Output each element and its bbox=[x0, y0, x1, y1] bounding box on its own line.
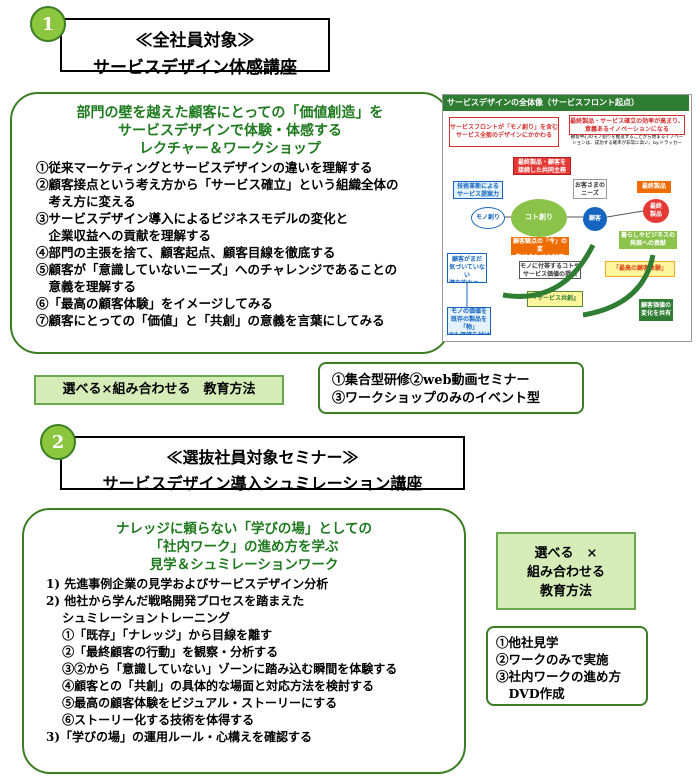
diagram-node-anchor: 暮らしやビジネスの 発展への貢献 bbox=[619, 231, 677, 249]
diagram-node-mid: 顧客観点の「今」の変 動に合わせた対応 bbox=[511, 237, 569, 255]
section2-heading-line: 「社内ワーク」の進め方を学ぶ bbox=[149, 539, 339, 555]
list-item: ⑥ストーリー化する技術を体得する bbox=[46, 713, 255, 727]
list-item: ④部門の主張を捨て、顧客起点、顧客目線を徹底する bbox=[36, 245, 336, 260]
list-item: 企業収益への貢献を理解する bbox=[36, 228, 212, 243]
diagram-title: サービスデザインの全体像（サービスフロント起点） bbox=[443, 95, 689, 111]
diagram-node-bottom-right: 顧客価値の 変化を共有 bbox=[639, 299, 673, 321]
section2-item-list: 1) 先進事例企業の見学およびサービスデザイン分析 2) 他社から学んだ戦略開発… bbox=[46, 576, 464, 746]
section2-title-line1: ≪選抜社員対象セミナー≫ bbox=[166, 448, 359, 467]
list-item: ③サービスデザイン導入によるビジネスモデルの変化と bbox=[36, 211, 349, 226]
section1-content-box: 部門の壁を越えた顧客にとっての「価値創造」を サービスデザインで体験・体感する … bbox=[10, 92, 450, 354]
list-item: ②「最終顧客の行動」を観察・分析する bbox=[46, 645, 279, 659]
section2-method-label: 選べる × 組み合わせる 教育方法 bbox=[496, 532, 636, 610]
section2-title-line2: サービスデザイン導入シュミレーション講座 bbox=[102, 474, 423, 493]
diagram-node-needs: お客さまの ニーズ bbox=[573, 179, 607, 199]
diagram-node-tech: 技術革新による サービス提案力 bbox=[453, 181, 503, 199]
list-item: ⑦顧客にとっての「価値」と「共創」の意義を言葉にしてみる bbox=[36, 313, 385, 328]
section1-title-line2: サービスデザイン体感講座 bbox=[93, 58, 297, 78]
section1-method-label: 選べる×組み合わせる 教育方法 bbox=[34, 375, 284, 405]
diagram-node-bottom-left: モノの価値を 既存の製品を「物」 でも価値を付ける bbox=[447, 307, 491, 335]
method-option: ②ワークのみで実施 bbox=[496, 652, 609, 667]
list-item: 考え方に変える bbox=[36, 194, 136, 209]
list-item: ③②から「意識していない」ゾーンに踏み込む瞬間を体験する bbox=[46, 662, 398, 676]
diagram-box-left: サービスフロントが「モノ創り」を含む サービス全般のデザインにかかわる bbox=[449, 117, 559, 147]
diagram-node-unaware: 顧客がまだ 気づいていない 潜在的なニーズ bbox=[447, 253, 487, 283]
method-label-line: 選べる × bbox=[534, 546, 598, 561]
diagram-node-serve: モノに付帯するコトや サービス価値の提供 bbox=[519, 261, 581, 279]
section1-title-box: ≪全社員対象≫ サービスデザイン体感講座 bbox=[60, 18, 330, 78]
method-option: ③社内ワークの進め方 bbox=[496, 669, 622, 684]
list-item: 3)「学びの場」の運用ルール・心構えを確認する bbox=[46, 730, 313, 744]
list-item: ①「既存」「ナレッジ」から目線を離す bbox=[46, 628, 273, 642]
section1-method-options: ①集合型研修②web動画セミナー ③ワークショップのみのイベント型 bbox=[318, 362, 584, 414]
method-label-line: 組み合わせる bbox=[526, 565, 605, 580]
section1-number-badge: 1 bbox=[30, 6, 66, 42]
diagram-node-kokyaku: 顧客 bbox=[583, 207, 607, 231]
section2-heading: ナレッジに頼らない「学びの場」としての 「社内ワーク」の進め方を学ぶ 見学＆シュ… bbox=[24, 520, 464, 574]
list-item: ⑤最高の顧客体験をビジュアル・ストーリーにする bbox=[46, 696, 338, 710]
section1-title-line1: ≪全社員対象≫ bbox=[135, 31, 255, 51]
list-item: 意義を理解する bbox=[36, 279, 137, 294]
diagram-right-note: 顧客中心のモノ創りを推進することから始まるイノベーションは、成功する確率が非常に… bbox=[570, 135, 684, 146]
diagram-node-cocreate: 『サービス共創』 bbox=[527, 291, 583, 307]
method-option: ③ワークショップのみのイベント型 bbox=[332, 391, 541, 406]
section1-item-list: ①従来マーケティングとサービスデザインの違いを理解する ②顧客接点という考え方か… bbox=[36, 159, 448, 329]
diagram-node-final2: 最終 製品 bbox=[643, 199, 669, 223]
list-item: シュミレーショントレーニング bbox=[46, 611, 230, 625]
list-item: 1) 先進事例企業の見学およびサービスデザイン分析 bbox=[46, 577, 329, 591]
list-item: ④顧客との「共創」の具体的な場面と対応方法を検討する bbox=[46, 679, 375, 693]
method-label-line: 教育方法 bbox=[539, 584, 592, 599]
service-design-diagram: サービスデザインの全体像（サービスフロント起点） サービスフロントが「モノ創り」… bbox=[442, 94, 692, 342]
diagram-node-exp: 「最高の顧客体験」 bbox=[605, 261, 675, 277]
section2-number-badge: 2 bbox=[40, 424, 76, 460]
method-option: DVD作成 bbox=[496, 686, 565, 701]
section1-heading-line: 部門の壁を越えた顧客にとっての「価値創造」を bbox=[76, 105, 384, 121]
section2-content-box: ナレッジに頼らない「学びの場」としての 「社内ワーク」の進め方を学ぶ 見学＆シュ… bbox=[22, 508, 466, 774]
list-item: ⑥「最高の顧客体験」をイメージしてみる bbox=[36, 296, 273, 311]
diagram-node-mono: モノ創り bbox=[471, 207, 505, 229]
diagram-box-right: 最終製品・サービス確立の効率が高まり、 意義あるイノベーションになる bbox=[569, 115, 685, 135]
section2-heading-line: ナレッジに頼らない「学びの場」としての bbox=[115, 521, 373, 537]
method-option: ①他社見学 bbox=[496, 635, 559, 650]
list-item: ②顧客接点という考え方から「サービス確立」という組織全体の bbox=[36, 177, 399, 192]
list-item: 2) 他社から学んだ戦略開発プロセスを踏まえた bbox=[46, 594, 305, 608]
section2-title-box: ≪選抜社員対象セミナー≫ サービスデザイン導入シュミレーション講座 bbox=[60, 436, 465, 493]
diagram-node-final: 最終製品 bbox=[637, 181, 671, 193]
section1-heading-line: サービスデザインで体験・体感する bbox=[118, 123, 342, 139]
section2-heading-line: 見学＆シュミレーションワーク bbox=[149, 557, 339, 573]
diagram-node-top: 最終製品・顧客を 接続した共同主務 bbox=[513, 157, 571, 175]
list-item: ①従来マーケティングとサービスデザインの違いを理解する bbox=[36, 160, 373, 175]
section2-method-options: ①他社見学 ②ワークのみで実施 ③社内ワークの進め方 DVD作成 bbox=[486, 626, 648, 706]
method-option: ①集合型研修②web動画セミナー bbox=[332, 373, 530, 388]
section1-heading: 部門の壁を越えた顧客にとっての「価値創造」を サービスデザインで体験・体感する … bbox=[12, 104, 448, 158]
section1-heading-line: レクチャー＆ワークショップ bbox=[139, 141, 321, 157]
diagram-node-koto: コト創り bbox=[511, 199, 567, 237]
list-item: ⑤顧客が「意識していないニーズ」へのチャレンジであることの bbox=[36, 262, 398, 277]
